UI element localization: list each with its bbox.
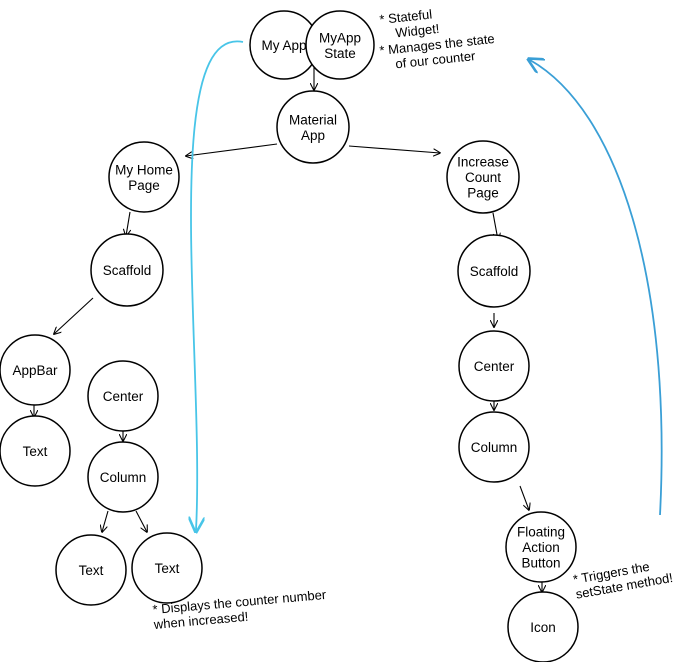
node-label-line: Page [128,178,160,193]
node-label-line: Text [155,561,180,576]
node-text-left-1: Text [55,534,127,606]
node-center-right: Center [458,330,530,402]
node-circle [131,532,203,604]
node-circle [55,534,127,606]
trigger-flow-arrow [530,60,663,516]
edge-column-text2 [135,510,147,532]
node-scaffold-right: Scaffold [457,234,531,308]
node-label-line: Scaffold [103,263,152,278]
node-label-line: Text [23,444,48,459]
node-label: Center [474,359,515,374]
node-circle [507,591,579,662]
node-label-line: Count [465,170,501,185]
display-flow-arrow [191,40,244,530]
node-label-line: Center [103,389,144,404]
node-circle [87,360,159,432]
node-label-line: Button [521,556,560,571]
node-label-line: AppBar [12,363,58,378]
node-label-line: Center [474,359,515,374]
node-label-line: App [301,128,325,143]
node-circle [0,415,71,487]
node-scaffold-left: Scaffold [90,233,164,307]
notes: * Stateful Widget!* Manages the state of… [152,6,674,632]
node-circle [108,141,180,213]
node-label-line: MyApp [319,30,361,45]
node-label-line: Icon [530,620,556,635]
node-label: Scaffold [470,264,519,279]
triggers-note: * Triggers thesetState method! [572,555,674,602]
node-circle [458,411,530,483]
node-column-left: Column [87,441,159,513]
node-label-line: Page [467,186,499,201]
stateful-note: * Stateful Widget! [379,6,440,42]
node-circle [505,511,577,583]
node-label-line: Column [100,470,147,485]
node-circle [276,90,350,164]
node-label-line: Scaffold [470,264,519,279]
node-circle [458,330,530,402]
node-label: Text [23,444,48,459]
node-center-left: Center [87,360,159,432]
node-circle [457,234,531,308]
node-circle [0,334,71,406]
node-label-line: Action [522,540,560,555]
node-label-line: Text [79,563,104,578]
node-label: Text [79,563,104,578]
node-label-line: Material [289,112,337,127]
edge-materialapp-homepage [186,143,278,156]
node-label: Center [103,389,144,404]
node-label: My App [261,38,306,53]
node-label-line: Column [471,440,518,455]
edge-materialapp-increasepage [348,145,440,153]
note-line: * Stateful [379,7,433,27]
node-label-line: Floating [517,525,565,540]
node-appbar: AppBar [0,334,71,406]
node-label-line: State [324,46,356,61]
node-label: Scaffold [103,263,152,278]
node-text-appbar: Text [0,415,71,487]
edge-homepage-scaffold [126,211,130,236]
node-label: Icon [530,620,556,635]
node-circle [87,441,159,513]
node-label: Column [471,440,518,455]
node-column-right: Column [458,411,530,483]
node-icon: Icon [507,591,579,662]
node-circle [446,140,520,214]
node-label-line: My Home [115,162,173,177]
node-label: AppBar [12,363,58,378]
node-label-line: My App [261,38,306,53]
node-label: Text [155,561,180,576]
edge-scaffold-appbar [54,297,94,334]
note-line: Widget! [380,21,440,42]
node-text-left-2: Text [131,532,203,604]
node-circle [90,233,164,307]
node-label: Column [100,470,147,485]
node-circle [305,10,375,80]
node-label-line: Increase [457,155,509,170]
edge-column-fab [519,485,529,510]
edge-column-text1 [102,510,109,532]
